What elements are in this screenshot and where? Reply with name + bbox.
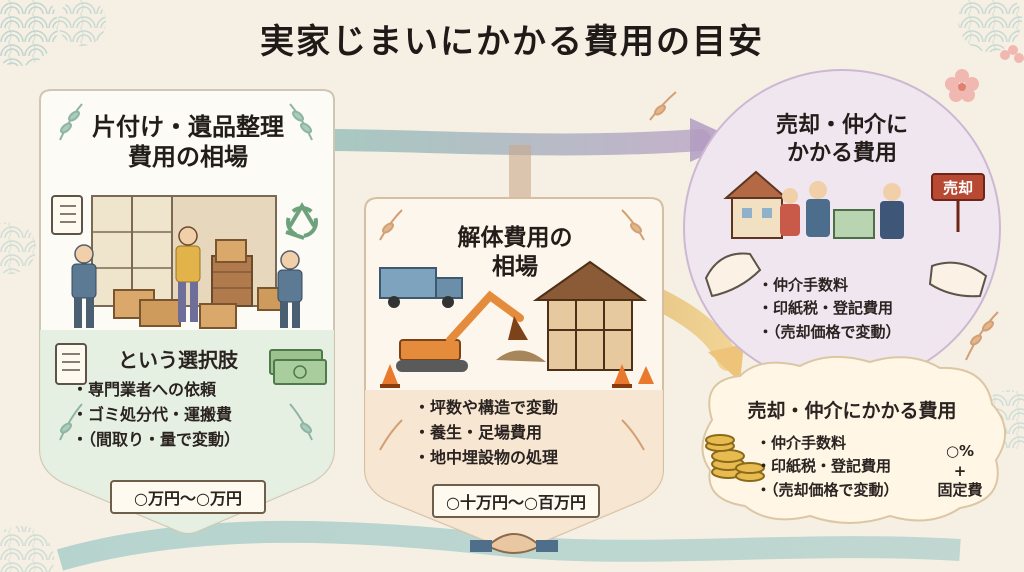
fee-line: ○% (945, 442, 975, 460)
recycle-icon (285, 202, 318, 240)
cleanup-bullets: 専門業者への依頼 ゴミ処分代・運搬費 （間取り・量で変動） (72, 378, 240, 452)
banknote-stack-icon (269, 349, 327, 385)
demolition-bullets: 坪数や構造で変動 養生・足場費用 地中埋設物の処理 (414, 396, 558, 470)
demolition-title-line: 解体費用の (457, 225, 573, 251)
handshake-icon (470, 533, 558, 554)
list-item: ゴミ処分代・運搬費 (72, 403, 240, 428)
sale-bottom-title: 売却・仲介にかかる費用 (747, 400, 957, 422)
flow-arrow-top (319, 129, 711, 156)
list-item: 印紙税・登記費用 (756, 455, 899, 478)
plum-blossom-icon (945, 45, 1024, 102)
sale-sign-label: 売却 (942, 179, 973, 197)
demolition-illustration (379, 260, 648, 372)
page-title: 実家じまいにかかる費用の目安 (260, 22, 764, 62)
list-item: 坪数や構造で変動 (414, 396, 558, 421)
sale-fee-note: ○% + 固定費 (930, 442, 990, 501)
sale-meeting-illustration (704, 170, 988, 298)
cleanup-title-line: 片付け・遺品整理 (92, 113, 284, 141)
list-item: 地中埋設物の処理 (414, 446, 558, 471)
demolition-title: 解体費用の 相場 (420, 224, 610, 282)
cleanup-price: ○万円〜○万円 (110, 480, 266, 514)
sale-top-title-line: かかる費用 (786, 140, 897, 166)
list-item: （間取り・量で変動） (72, 428, 240, 453)
sale-bottom-bullets: 仲介手数料 印紙税・登記費用 （売却価格で変動） (756, 432, 899, 502)
checklist-icon (51, 195, 87, 385)
list-item: 仲介手数料 (756, 432, 899, 455)
fee-line: 固定費 (937, 481, 983, 499)
cleanup-room-illustration (71, 195, 303, 329)
list-item: （売却価格で変動） (756, 479, 899, 502)
sale-top-bullets: 仲介手数料 印紙税・登記費用 （売却価格で変動） (758, 274, 901, 344)
list-item: （売却価格で変動） (758, 321, 901, 344)
list-item: 専門業者への依頼 (72, 378, 240, 403)
list-item: 印紙税・登記費用 (758, 297, 901, 320)
fee-line: + (953, 461, 967, 480)
list-item: 養生・足場費用 (414, 421, 558, 446)
cleanup-title-line: 費用の相場 (128, 143, 248, 171)
demolition-title-line: 相場 (492, 253, 538, 280)
cleanup-title: 片付け・遺品整理 費用の相場 (50, 112, 326, 172)
demolition-price: ○十万円〜○百万円 (432, 484, 600, 518)
list-item: 仲介手数料 (758, 274, 901, 297)
traffic-cone-icon (380, 364, 654, 388)
leaf-sprig-icon (379, 91, 999, 451)
leaf-sprig-icon (59, 103, 313, 441)
sale-top-title-line: 売却・仲介に (775, 113, 908, 138)
sale-top-title: 売却・仲介に かかる費用 (742, 112, 942, 167)
cleanup-subhead: という選択肢 (118, 348, 238, 372)
